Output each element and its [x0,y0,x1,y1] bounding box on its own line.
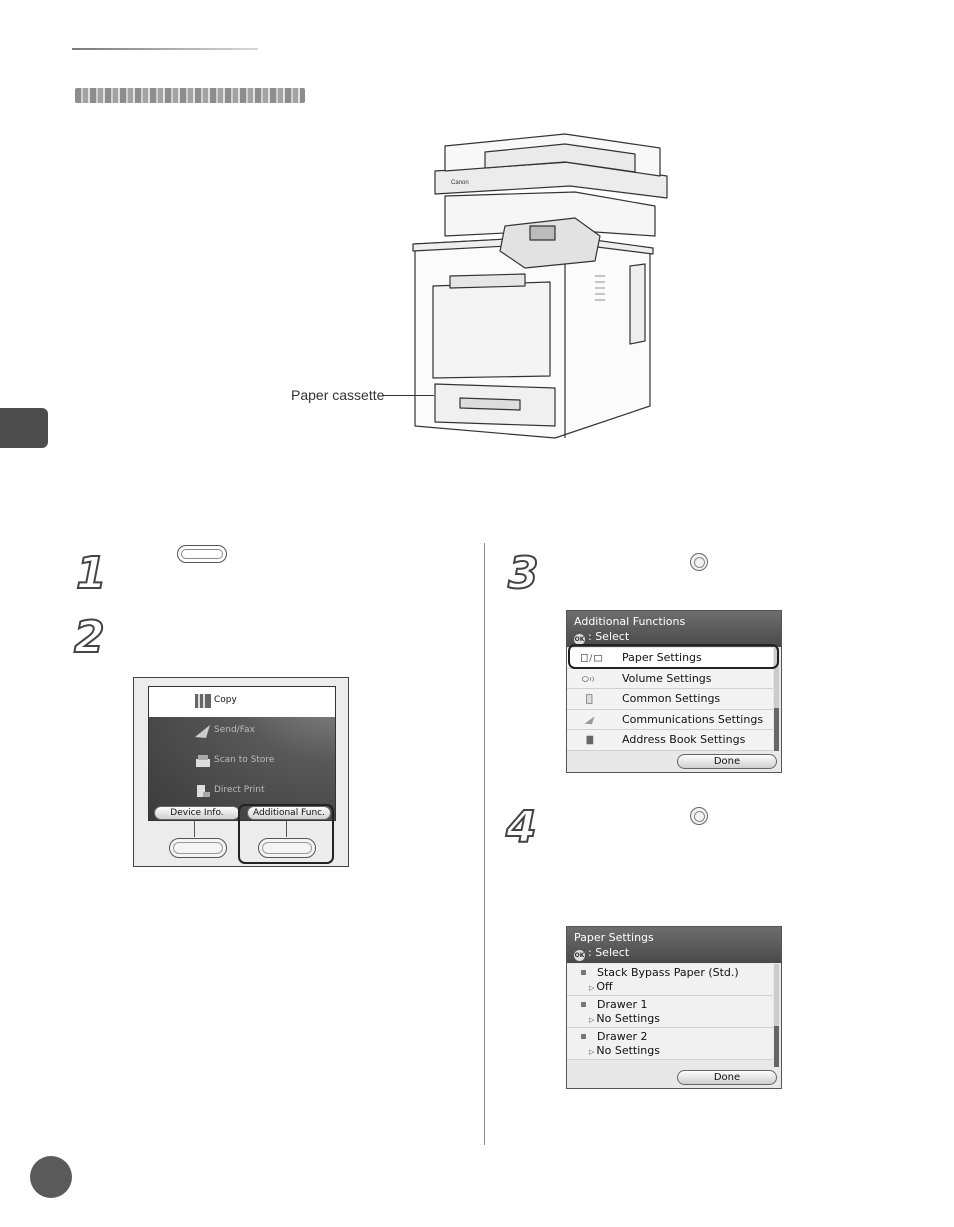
list-item-address-book-settings[interactable]: Address Book Settings [567,730,773,751]
additional-functions-header: Additional Functions OK: Select [567,611,781,647]
scrollbar-thumb[interactable] [774,708,779,751]
copy-icon [195,694,211,708]
address-book-icon [586,735,594,745]
ok-icon: OK [574,950,585,961]
callout-line [382,395,434,396]
list-item-common-settings[interactable]: Common Settings [567,689,773,710]
bullet-icon [581,970,586,975]
step-number-4: 4 [505,802,538,853]
menu-item-direct-print[interactable]: Direct Print [149,777,335,807]
triangle-icon: ▷ [589,1016,595,1024]
scan-to-store-icon [196,755,210,767]
step-number-2: 2 [73,612,106,663]
send-fax-icon [195,725,210,738]
list-item-paper-settings[interactable]: Paper Settings [567,648,773,669]
triangle-icon: ▷ [589,984,595,992]
additional-func-label: Additional Func. [247,806,331,820]
bullet-icon [581,1034,586,1039]
additional-functions-display: Additional Functions OK: Select Paper Se… [566,610,782,773]
bullet-icon [581,1002,586,1007]
communications-icon [584,715,595,724]
additional-func-highlight [238,804,334,864]
header-rule [72,48,258,50]
device-info-label: Device Info. [154,806,240,820]
list-item-stack-bypass[interactable]: Stack Bypass Paper (Std.) ▷Off [567,964,773,996]
scrollbar-thumb[interactable] [774,1026,779,1067]
column-divider [484,543,485,1145]
printer-brand: Canon [451,180,469,186]
additional-functions-title: Additional Functions [574,615,686,628]
common-settings-icon [586,694,593,704]
triangle-icon: ▷ [589,1048,595,1056]
paper-cassette-label: Paper cassette [291,387,385,403]
paper-settings-title: Paper Settings [574,931,654,944]
printer-illustration: Canon [412,133,668,439]
ok-icon: OK [574,634,585,645]
scrollbar[interactable] [774,964,779,1067]
volume-icon [581,675,594,682]
section-heading-banner [75,88,305,103]
paper-settings-highlight [568,644,779,669]
page-number-badge [30,1156,72,1198]
step-number-3: 3 [507,548,540,599]
step-number-1: 1 [75,548,108,599]
done-button[interactable]: Done [677,1070,777,1085]
menu-item-copy[interactable]: Copy [149,687,335,717]
main-menu-display: Copy Send/Fax Scan to Store Direct Print… [133,677,349,867]
list-item-volume-settings[interactable]: Volume Settings [567,668,773,689]
done-button[interactable]: Done [677,754,777,769]
additional-func-button[interactable] [258,838,316,858]
paper-settings-display: Paper Settings OK: Select Stack Bypass P… [566,926,782,1089]
list-item-drawer-1[interactable]: Drawer 1 ▷No Settings [567,996,773,1028]
chapter-side-tab [0,408,48,448]
select-hint: OK: Select [574,946,630,961]
menu-key-button [177,545,227,563]
main-menu-screen: Copy Send/Fax Scan to Store Direct Print… [148,686,336,821]
paper-settings-icon [581,654,603,662]
menu-item-send-fax[interactable]: Send/Fax [149,717,335,747]
list-item-communications-settings[interactable]: Communications Settings [567,709,773,730]
select-hint: OK: Select [574,630,630,645]
device-info-button[interactable] [169,838,227,858]
direct-print-icon [197,785,210,797]
paper-settings-header: Paper Settings OK: Select [567,927,781,963]
ok-dial-icon [690,553,708,571]
ok-dial-icon [690,807,708,825]
scrollbar[interactable] [774,648,779,751]
list-item-drawer-2[interactable]: Drawer 2 ▷No Settings [567,1028,773,1060]
menu-item-scan-to-store[interactable]: Scan to Store [149,747,335,777]
